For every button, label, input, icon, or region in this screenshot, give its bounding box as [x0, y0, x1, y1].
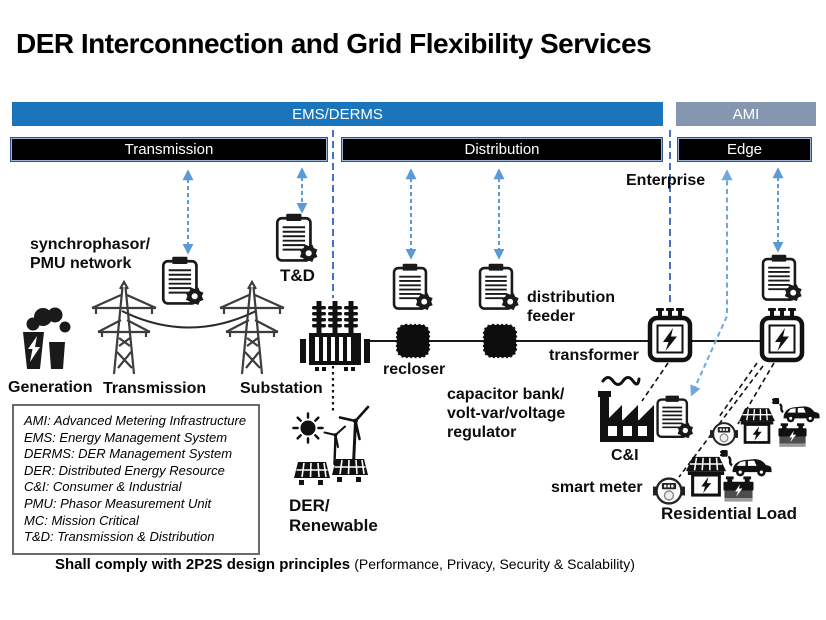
transmission-label: Transmission: [103, 380, 207, 397]
generation-plant-icon: [18, 303, 76, 371]
smart-meter-icon-lower: [653, 475, 685, 507]
legend-item: DERMS: DER Management System: [24, 446, 233, 462]
controller-icon-recloser: [391, 262, 435, 312]
substation-label: Substation: [240, 380, 323, 397]
enterprise-label: Enterprise: [626, 172, 706, 189]
solar-panel-icon-2: [329, 457, 369, 485]
battery-icon-upper: [778, 423, 807, 449]
distribution-feeder-label: distribution feeder: [527, 289, 615, 326]
design-principles-note: Shall comply with 2P2S design principles…: [55, 556, 635, 573]
drop-transformer-residential-1: [718, 362, 758, 418]
pole-transformer-icon-1: [646, 308, 694, 364]
transformer-label: transformer: [549, 347, 639, 364]
ami-bar: AMI: [676, 102, 816, 126]
drop-transformer-residential-2: [737, 362, 775, 425]
transmission-domain-label: Transmission: [124, 141, 214, 158]
controller-icon-capacitor: [477, 262, 521, 312]
ami-label: AMI: [732, 105, 760, 123]
drop-transformer-ci: [641, 362, 669, 402]
distribution-domain-bar: Distribution: [341, 137, 663, 162]
design-principles-paren: (Performance, Privacy, Security & Scalab…: [354, 556, 635, 572]
generation-label: Generation: [8, 379, 93, 396]
factory-icon: [594, 384, 658, 444]
der-renewable-label: DER/ Renewable: [289, 496, 378, 536]
legend-item: MC: Mission Critical: [24, 512, 139, 528]
residential-load-label: Residential Load: [661, 504, 798, 523]
legend-item: EMS: Energy Management System: [24, 429, 228, 445]
smart-meter-icon-upper: [710, 420, 738, 448]
design-principles-bold: Shall comply with 2P2S design principles: [55, 556, 351, 573]
legend-item: T&D: Transmission & Distribution: [24, 529, 215, 545]
legend-item: PMU: Phasor Measurement Unit: [24, 495, 212, 511]
recloser-label: recloser: [383, 361, 446, 378]
controller-icon-edge: [760, 253, 804, 303]
controller-icon-td: [274, 212, 320, 264]
legend-item: C&I: Consumer & Industrial: [24, 479, 182, 495]
legend-item: AMI: Advanced Metering Infrastructure: [24, 413, 247, 428]
pmu-network-label: synchrophasor/ PMU network: [30, 236, 151, 273]
transmission-domain-bar: Transmission: [10, 137, 328, 162]
arrow-enterprise-ci: [690, 169, 733, 397]
ems-derms-bar: EMS/DERMS: [12, 102, 663, 126]
drop-transformer-smart-meter: [678, 365, 764, 478]
edge-domain-label: Edge: [726, 141, 763, 158]
solar-house-icon-upper: [738, 404, 776, 445]
transmission-tower-icon-2: [212, 280, 292, 376]
ev-car-icon-upper: [772, 396, 820, 423]
transmission-wire: [121, 310, 257, 329]
solar-panel-icon-1: [291, 460, 331, 488]
ci-label: C&I: [611, 447, 639, 464]
pole-transformer-icon-2: [758, 308, 806, 364]
td-label: T&D: [280, 266, 315, 285]
capacitor-bank-icon: [481, 322, 519, 360]
capacitor-bank-label: capacitor bank/ volt-var/voltage regulat…: [447, 386, 566, 442]
legend-box: AMI: Advanced Metering Infrastructure EM…: [12, 404, 260, 555]
ems-derms-label: EMS/DERMS: [292, 105, 383, 123]
smart-meter-label: smart meter: [551, 479, 643, 496]
battery-icon-lower: [723, 476, 754, 504]
controller-icon-transmission: [160, 255, 206, 307]
recloser-icon: [394, 322, 432, 360]
substation-icon: [300, 297, 370, 371]
ev-car-icon-lower: [720, 448, 772, 477]
transmission-tower-icon-1: [84, 280, 164, 376]
controller-icon-ci: [655, 394, 695, 440]
legend-item: DER: Distributed Energy Resource: [24, 462, 225, 478]
page-title: DER Interconnection and Grid Flexibility…: [16, 28, 652, 59]
edge-domain-bar: Edge: [677, 137, 812, 162]
distribution-domain-label: Distribution: [464, 141, 540, 158]
